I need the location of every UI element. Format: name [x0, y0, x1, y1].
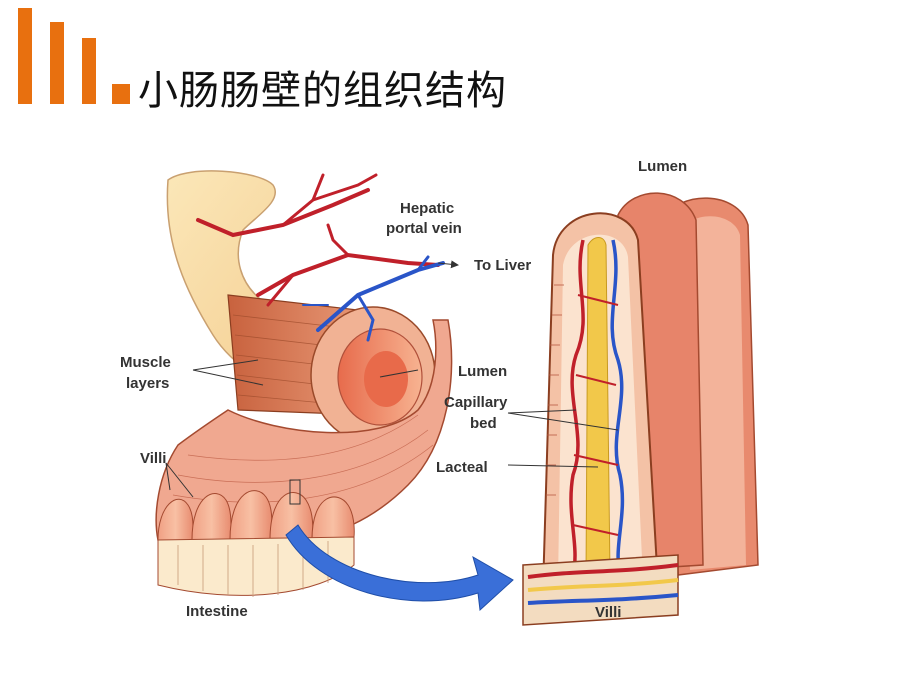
- label-hepatic-portal-vein-2: portal vein: [386, 220, 462, 237]
- slide-title: 小肠肠壁的组织结构: [138, 68, 507, 114]
- label-to-liver: To Liver: [474, 257, 531, 274]
- accent-bar-4: [112, 84, 130, 104]
- label-hepatic-portal-vein-1: Hepatic: [400, 200, 454, 217]
- accent-bar-2: [50, 22, 64, 104]
- label-lumen-right: Lumen: [638, 158, 687, 175]
- portal-vessels: [196, 173, 445, 342]
- label-lumen-left: Lumen: [458, 363, 507, 380]
- label-capillary-bed-2: bed: [470, 415, 497, 432]
- label-muscle-layers-1: Muscle: [120, 354, 171, 371]
- label-lacteal: Lacteal: [436, 459, 488, 476]
- accent-bar-3: [82, 38, 96, 104]
- decorative-bars: [0, 0, 140, 110]
- label-villi-left: Villi: [140, 450, 166, 467]
- zoom-arrow: [285, 524, 514, 612]
- accent-bar-1: [18, 8, 32, 104]
- label-villi-right: Villi: [595, 604, 621, 621]
- label-muscle-layers-2: layers: [126, 375, 169, 392]
- label-capillary-bed-1: Capillary: [444, 394, 508, 411]
- villi-closeup-illustration: [522, 192, 759, 626]
- small-intestine-diagram: Hepatic portal vein To Liver Muscle laye…: [120, 158, 759, 626]
- label-intestine: Intestine: [186, 603, 248, 620]
